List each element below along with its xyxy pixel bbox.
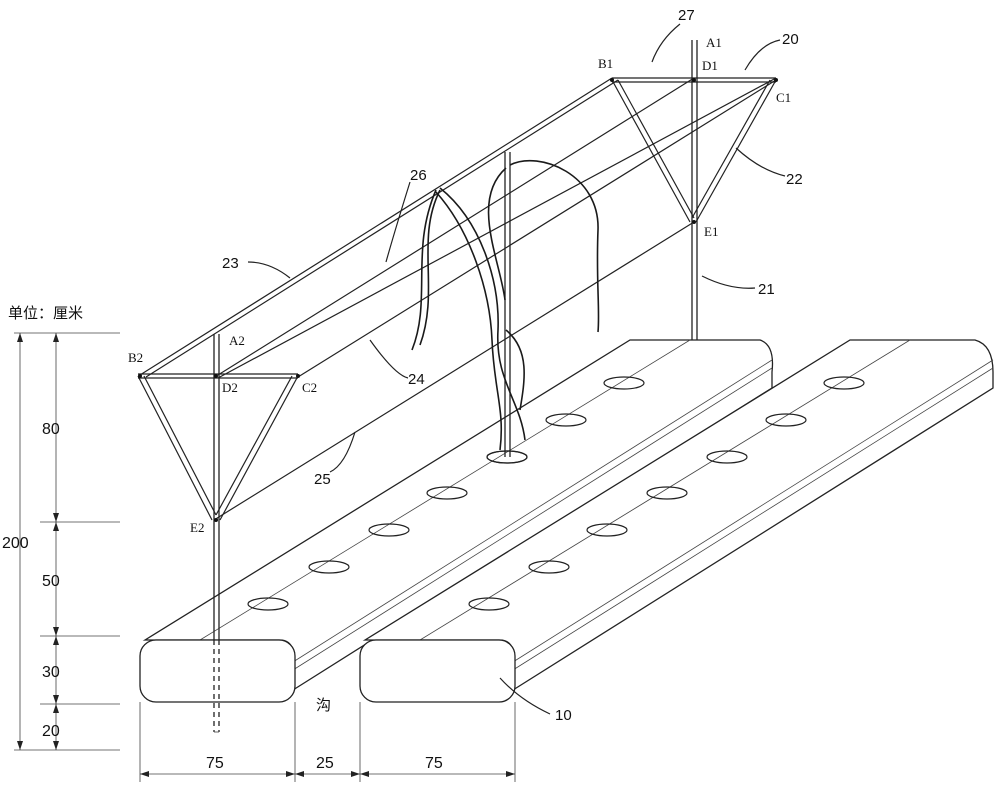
trellis-frame xyxy=(137,40,778,733)
part-leaders xyxy=(247,23,786,715)
unit-label: 单位：厘米 xyxy=(8,304,83,322)
left-bed-end xyxy=(139,639,296,703)
dim-75-left: 75 xyxy=(206,755,224,772)
part-20: 20 xyxy=(782,31,799,48)
dim-25: 25 xyxy=(316,755,334,772)
dim-20: 20 xyxy=(42,723,60,740)
wire-mid-top xyxy=(217,77,695,376)
label-a1: A1 xyxy=(706,35,722,50)
furrow-label: 沟 xyxy=(316,696,331,714)
dim-75-right: 75 xyxy=(425,755,443,772)
label-a2: A2 xyxy=(229,333,245,348)
part-numbers: 27 20 22 21 26 23 24 25 10 xyxy=(222,7,803,724)
part-23: 23 xyxy=(222,255,239,272)
wire-25 xyxy=(213,221,695,521)
part-22: 22 xyxy=(786,171,803,188)
dim-30: 30 xyxy=(42,664,60,681)
dim-50: 50 xyxy=(42,573,60,590)
climbing-vines xyxy=(411,160,600,451)
dimension-values: 单位：厘米 200 80 50 30 20 75 25 75 沟 xyxy=(2,304,443,772)
label-d2: D2 xyxy=(222,380,238,395)
wire-23-top xyxy=(139,77,613,376)
part-27: 27 xyxy=(678,7,695,24)
dim-200: 200 xyxy=(2,535,29,552)
wire-24 xyxy=(217,77,777,379)
label-c1: C1 xyxy=(776,90,791,105)
dimension-lines xyxy=(14,332,516,782)
point-labels: A1 B1 D1 C1 E1 A2 B2 D2 C2 E2 xyxy=(128,35,791,535)
label-c2: C2 xyxy=(302,380,317,395)
part-10: 10 xyxy=(555,707,572,724)
dim-80: 80 xyxy=(42,421,60,438)
part-26: 26 xyxy=(410,167,427,184)
label-e1: E1 xyxy=(704,224,718,239)
label-b2: B2 xyxy=(128,350,143,365)
right-bed-holes xyxy=(468,376,865,611)
label-e2: E2 xyxy=(190,520,204,535)
part-24: 24 xyxy=(408,371,425,388)
planting-beds xyxy=(139,339,994,703)
part-25: 25 xyxy=(314,471,331,488)
part-21: 21 xyxy=(758,281,775,298)
label-b1: B1 xyxy=(598,56,613,71)
label-d1: D1 xyxy=(702,58,718,73)
right-bed-end xyxy=(359,639,516,703)
